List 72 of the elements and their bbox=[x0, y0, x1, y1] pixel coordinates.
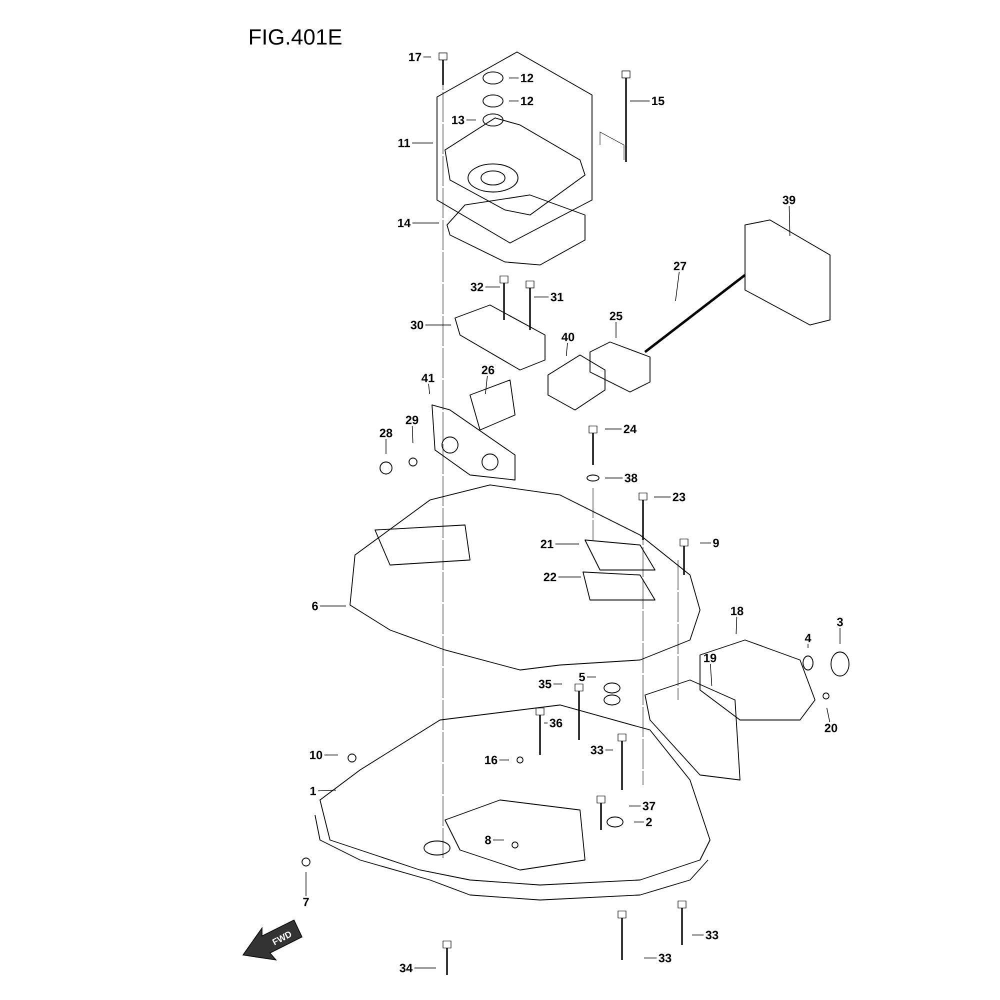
callout-number: 3 bbox=[836, 618, 843, 626]
callout-number: 19 bbox=[704, 654, 716, 662]
callout-number: 34 bbox=[400, 964, 413, 972]
callout-number: 12 bbox=[521, 96, 534, 106]
callout-number: 31 bbox=[550, 292, 564, 302]
callout-number: 26 bbox=[482, 366, 494, 374]
leader-line bbox=[423, 56, 432, 58]
callout-number: 11 bbox=[398, 138, 410, 148]
leader-line bbox=[485, 286, 500, 288]
leader-line bbox=[736, 616, 738, 634]
leader-line bbox=[425, 324, 452, 326]
callout-number: 38 bbox=[624, 474, 638, 482]
callout-number: 40 bbox=[562, 332, 574, 342]
figure-title: FIG.401E bbox=[250, 29, 342, 45]
callout-number: 14 bbox=[398, 218, 411, 228]
callout-number: 28 bbox=[380, 428, 392, 438]
callout-number: 9 bbox=[713, 538, 719, 548]
leader-line bbox=[428, 383, 430, 394]
callout-number: 33 bbox=[590, 746, 604, 754]
leader-line bbox=[630, 100, 650, 102]
callout-number: 13 bbox=[452, 116, 464, 124]
leader-line bbox=[412, 222, 440, 224]
callout-number: 22 bbox=[544, 572, 556, 582]
callout-number: 15 bbox=[652, 96, 664, 106]
leader-line bbox=[788, 206, 790, 236]
leader-line bbox=[675, 272, 680, 302]
callout-number: 36 bbox=[550, 718, 562, 728]
callout-number: 30 bbox=[410, 320, 424, 330]
leader-line bbox=[534, 296, 549, 298]
callout-number: 39 bbox=[782, 196, 796, 204]
callout-number: 27 bbox=[674, 262, 686, 270]
callout-number: 2 bbox=[646, 818, 652, 826]
callout-number: 20 bbox=[824, 724, 838, 732]
callout-number: 35 bbox=[538, 680, 552, 688]
leader-line bbox=[318, 790, 336, 792]
callout-number: 8 bbox=[485, 836, 491, 844]
callout-number: 4 bbox=[804, 634, 812, 642]
leader-line bbox=[604, 428, 622, 430]
callout-number: 12 bbox=[521, 74, 534, 82]
callout-number: 29 bbox=[406, 416, 418, 424]
callout-number: 18 bbox=[731, 606, 744, 616]
leader-line bbox=[412, 426, 414, 444]
leader-line bbox=[508, 100, 519, 102]
callout-number: 37 bbox=[642, 802, 656, 810]
callout-number: 16 bbox=[485, 756, 498, 764]
callout-number: 10 bbox=[310, 750, 322, 760]
leader-line bbox=[544, 722, 548, 724]
callout-number: 41 bbox=[422, 374, 434, 382]
callout-number: 24 bbox=[624, 424, 637, 434]
callout-number: 33 bbox=[658, 954, 672, 962]
leader-line bbox=[324, 754, 338, 756]
leader-line bbox=[412, 142, 434, 144]
leader-line bbox=[485, 376, 488, 394]
callout-number: 23 bbox=[672, 492, 686, 502]
callout-number: 5 bbox=[579, 672, 585, 682]
leader-line bbox=[586, 676, 596, 678]
leader-line bbox=[566, 342, 568, 356]
leader-line bbox=[558, 576, 582, 578]
callout-number: 7 bbox=[303, 898, 309, 906]
callout-number: 21 bbox=[540, 540, 554, 548]
leader-line bbox=[654, 496, 671, 498]
leader-line bbox=[692, 934, 704, 936]
callout-number: 33 bbox=[706, 930, 718, 940]
leader-line bbox=[700, 542, 712, 544]
leader-line bbox=[826, 708, 830, 722]
callout-number: 6 bbox=[312, 602, 318, 610]
direction-label: FWD bbox=[272, 932, 292, 946]
leader-line bbox=[710, 664, 712, 686]
callout-number: 25 bbox=[610, 312, 622, 320]
callout-number: 32 bbox=[470, 282, 484, 292]
callout-number: 17 bbox=[409, 52, 422, 62]
callout-number: 1 bbox=[310, 786, 316, 796]
